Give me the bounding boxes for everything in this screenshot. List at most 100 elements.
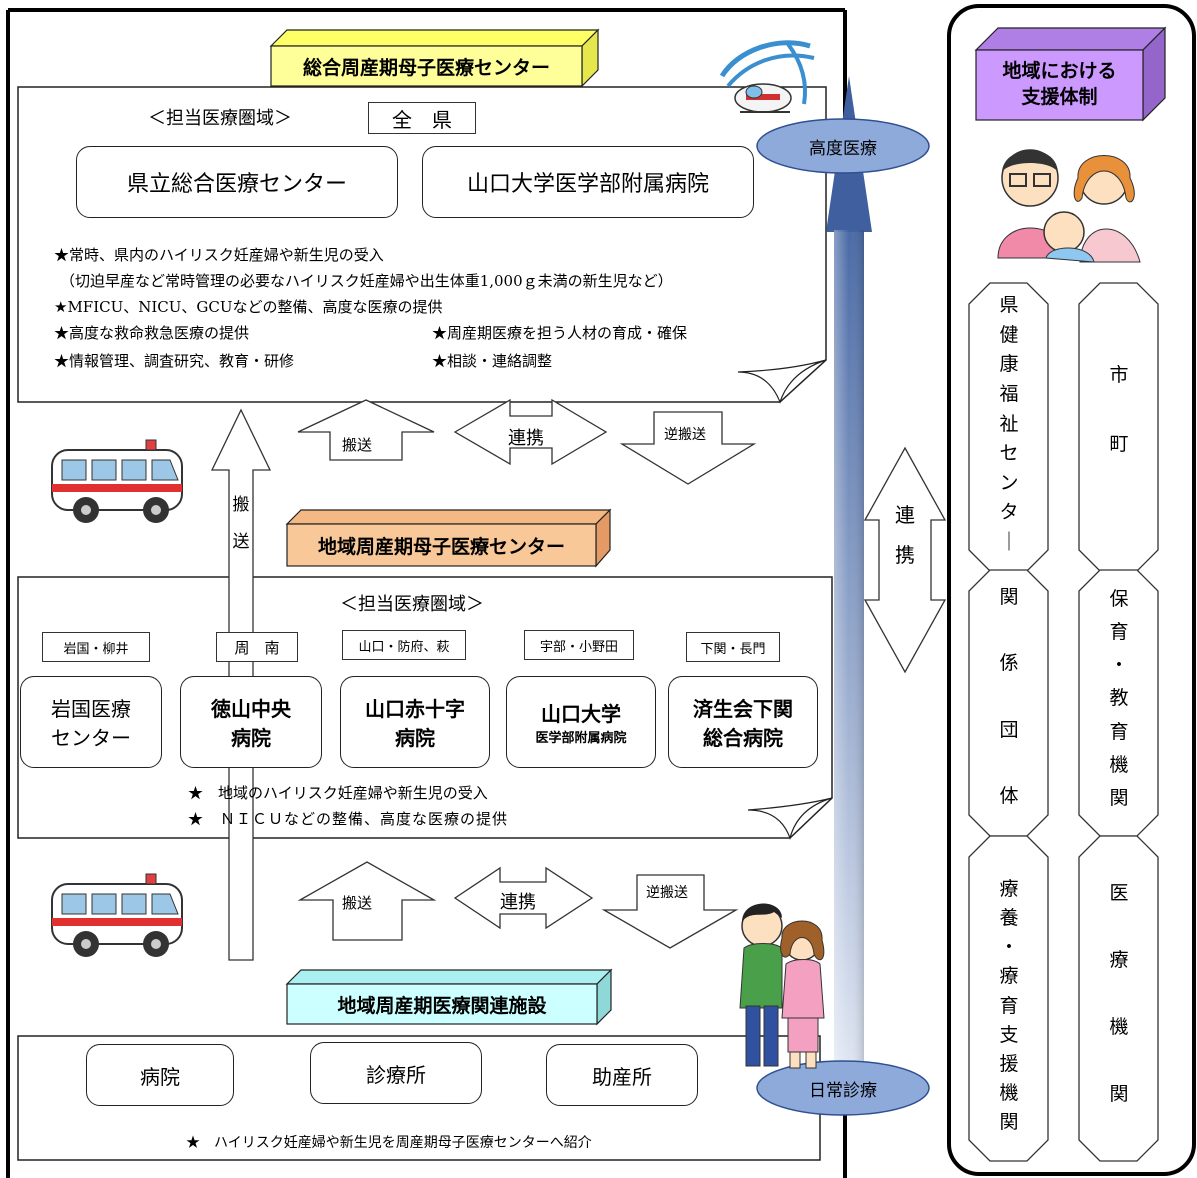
right-col2-b: 保 育 ・ 教 育 機 関: [1108, 590, 1130, 808]
arrow-both-label-1: 連携: [508, 428, 544, 449]
mid-hospital-2-line2: 病院: [231, 726, 271, 750]
col1b-char: 係: [999, 652, 1019, 675]
col2c-char: 機: [1109, 1016, 1129, 1038]
mid-area-2: 周 南: [216, 632, 298, 662]
mid-title: 地域周産期母子医療センター: [317, 535, 565, 558]
side-renkei-char-2: 携: [895, 543, 915, 567]
bottom-title: 地域周産期医療関連施設: [337, 994, 547, 1017]
col1c-char: 支: [999, 1023, 1019, 1046]
col1a-char: 県: [999, 294, 1019, 316]
mid-hospital-2-line1: 徳山中央: [211, 697, 291, 721]
down-arrow-1: [619, 411, 757, 485]
right-col2-c: 医 療 機 関: [1108, 884, 1130, 1104]
arrow-down-label-2: 逆搬送: [646, 885, 688, 901]
side-renkei-char-1: 連: [895, 503, 915, 527]
col2c-char: 療: [1109, 949, 1129, 971]
mid-area-4: 宇部・小野田: [524, 630, 634, 660]
right-title-line1: 地域における: [1002, 60, 1117, 83]
ambulance-icon: [51, 439, 183, 523]
mid-hospital-4-line2: 医学部附属病院: [535, 731, 627, 746]
col1b-char: 関: [999, 586, 1019, 608]
bottom-facility-2: 診療所: [310, 1042, 482, 1104]
long-arrow-char-2: 送: [232, 532, 250, 552]
mid-hospital-5-line2: 総合病院: [703, 726, 783, 750]
top-hospital-1: 県立総合医療センター: [76, 146, 398, 218]
helicopter-icon: [719, 40, 815, 113]
mid-note-2: ★ ＮＩＣＵなどの整備、高度な医療の提供: [188, 810, 509, 828]
top-note-1: ★常時、県内のハイリスク妊産婦や新生児の受入: [54, 246, 384, 264]
col1c-char: 療: [999, 878, 1019, 900]
col1c-char: ・: [999, 936, 1019, 959]
down-arrow-2: [601, 874, 739, 949]
col1c-char: 育: [999, 994, 1019, 1017]
side-double-arrow: [863, 446, 947, 674]
bottom-note: ★ ハイリスク妊産婦や新生児を周産期母子医療センターへ紹介: [186, 1135, 592, 1151]
col1a-char: タ: [999, 501, 1019, 524]
col2b-char: 関: [1109, 786, 1129, 809]
right-title-3d: [974, 26, 1167, 122]
col1a-char: 康: [999, 353, 1019, 376]
top-hospital-2: 山口大学医学部附属病院: [422, 146, 754, 218]
mid-area-5: 下関・長門: [686, 632, 780, 662]
right-col2-a: 市 町: [1108, 366, 1130, 454]
bottom-facility-3: 助産所: [546, 1044, 698, 1106]
mid-note-1: ★ 地域のハイリスク妊産婦や新生児の受入: [188, 784, 488, 802]
top-note-3: ★MFICU、NICU、GCUなどの整備、高度な医療の提供: [54, 298, 443, 316]
col1c-char: 関: [999, 1111, 1019, 1133]
ambulance-icon: [51, 873, 183, 957]
col2c-char: 関: [1109, 1083, 1129, 1105]
col2b-char: 機: [1109, 753, 1129, 776]
both-arrow-1: [453, 398, 608, 466]
arrow-both-label-2: 連携: [500, 892, 536, 913]
col1c-char: 療: [999, 965, 1019, 988]
col1c-char: 養: [999, 907, 1019, 930]
top-title: 総合周産期母子医療センター: [302, 56, 550, 79]
col1a-char: 健: [999, 323, 1019, 346]
col1a-char: 祉: [999, 412, 1019, 435]
mid-hospital-5: 済生会下関 総合病院: [668, 676, 818, 768]
top-title-3d: [269, 28, 600, 88]
side-renkei-label: 連 携: [893, 505, 917, 565]
col2b-char: 育: [1109, 621, 1129, 644]
oval-high-label: 高度医療: [809, 139, 877, 159]
right-box-1c: [968, 835, 1049, 1162]
mid-hospital-4-line1: 山口大学: [541, 702, 621, 726]
up-arrow-2: [297, 861, 437, 941]
right-col1-c: 療 養 ・ 療 育 支 援 機 関: [998, 880, 1020, 1132]
mid-hospital-4: 山口大学 医学部附属病院: [506, 676, 656, 768]
top-area-label: ＜担当医療圏域＞: [148, 108, 292, 129]
mid-hospital-3-line2: 病院: [395, 726, 435, 750]
col2b-char: 育: [1109, 720, 1129, 743]
right-title-line2: 支援体制: [1021, 86, 1098, 108]
top-note-6: ★情報管理、調査研究、教育・研修: [54, 352, 295, 370]
col1a-char: ｜: [999, 531, 1019, 553]
mid-hospital-1: 岩国医療 センター: [20, 676, 162, 768]
family-icon: [997, 149, 1141, 263]
long-arrow-label: 搬 送: [229, 497, 253, 551]
mid-hospital-5-line1: 済生会下関: [693, 697, 793, 721]
bottom-title-3d: [285, 968, 613, 1026]
mid-hospital-2: 徳山中央 病院: [180, 676, 322, 768]
col1a-char: セ: [999, 442, 1019, 465]
right-col1-b: 関 係 団 体: [998, 588, 1020, 806]
col2a-char: 市: [1109, 364, 1129, 386]
oval-daily: [756, 1060, 930, 1116]
top-note-7: ★相談・連絡調整: [432, 352, 553, 370]
top-note-4: ★高度な救命救急医療の提供: [54, 324, 250, 342]
arrow-up-label-1: 搬送: [342, 436, 373, 454]
col2b-char: ・: [1109, 654, 1129, 677]
right-col1-a: 県 健 康 福 祉 セ ン タ ｜: [998, 296, 1020, 552]
arrow-down-label-1: 逆搬送: [664, 427, 706, 443]
up-arrow-1: [297, 399, 435, 461]
oval-daily-label: 日常診療: [809, 1081, 877, 1101]
right-box-2c: [1078, 835, 1159, 1162]
couple-icon: [739, 903, 825, 1069]
long-arrow-char-1: 搬: [232, 495, 250, 515]
top-note-2: （切迫早産など常時管理の必要なハイリスク妊産婦や出生体重1,000ｇ未満の新生児…: [60, 272, 673, 290]
mid-hospital-3: 山口赤十字 病院: [340, 676, 490, 768]
col1b-char: 体: [999, 784, 1019, 807]
big-up-arrow: [826, 76, 872, 1110]
col2a-char: 町: [1109, 433, 1129, 455]
col2b-char: 保: [1109, 588, 1129, 610]
mid-area-1: 岩国・柳井: [42, 632, 150, 662]
